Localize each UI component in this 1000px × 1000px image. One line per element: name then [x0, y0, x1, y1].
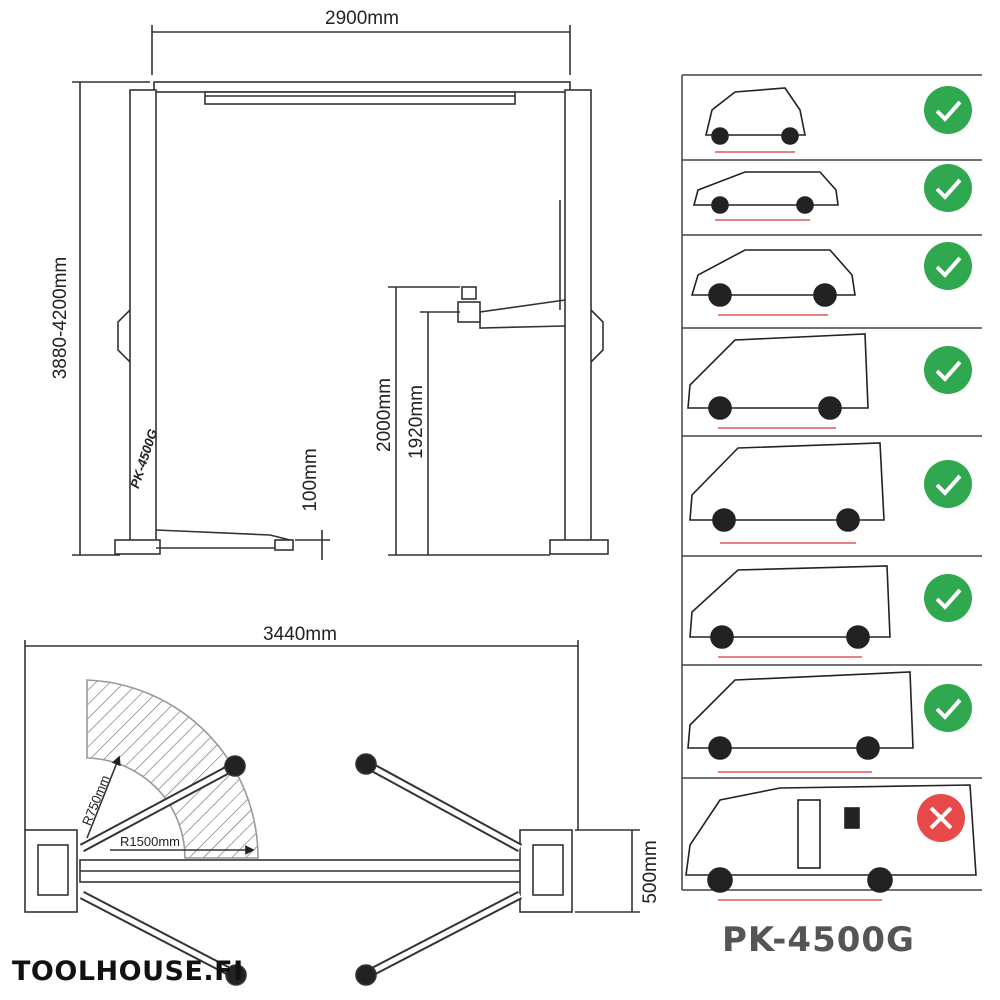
- total-length-label: 3440mm: [263, 624, 337, 645]
- check-icon: [924, 460, 972, 508]
- vehicle-long-van: [689, 565, 891, 649]
- front-view: [72, 25, 609, 560]
- arm-radius-long-label: R1500mm: [120, 834, 180, 849]
- vehicle-compat-table: [681, 74, 982, 891]
- vehicle-small-van: [687, 333, 869, 420]
- height-label: 3880-4200mm: [50, 257, 71, 380]
- check-icon: [924, 164, 972, 212]
- lift-height-min-label: 1920mm: [406, 385, 427, 459]
- base-width-label: 500mm: [640, 840, 661, 903]
- arm-radius-short-label: R750mm: [79, 773, 113, 828]
- width-label: 2900mm: [325, 8, 399, 29]
- vehicle-high-roof-van: [687, 671, 914, 760]
- vehicle-city-car: [704, 87, 806, 145]
- lift-height-max-label: 2000mm: [374, 378, 395, 452]
- vehicle-motorhome: [685, 784, 977, 893]
- brand-logo-text: TOOLHOUSE.FI: [12, 956, 244, 987]
- vehicle-estate-car: [692, 171, 839, 214]
- cross-icon: [917, 794, 965, 842]
- model-name: PK-4500G: [722, 920, 915, 960]
- vehicle-suv: [690, 249, 856, 307]
- top-view: [24, 640, 640, 986]
- vehicle-medium-van: [689, 442, 885, 532]
- check-icon: [924, 684, 972, 732]
- status-icons: [917, 86, 972, 842]
- check-icon: [924, 242, 972, 290]
- check-icon: [924, 346, 972, 394]
- check-icon: [924, 574, 972, 622]
- pad-low-label: 100mm: [300, 448, 321, 511]
- check-icon: [924, 86, 972, 134]
